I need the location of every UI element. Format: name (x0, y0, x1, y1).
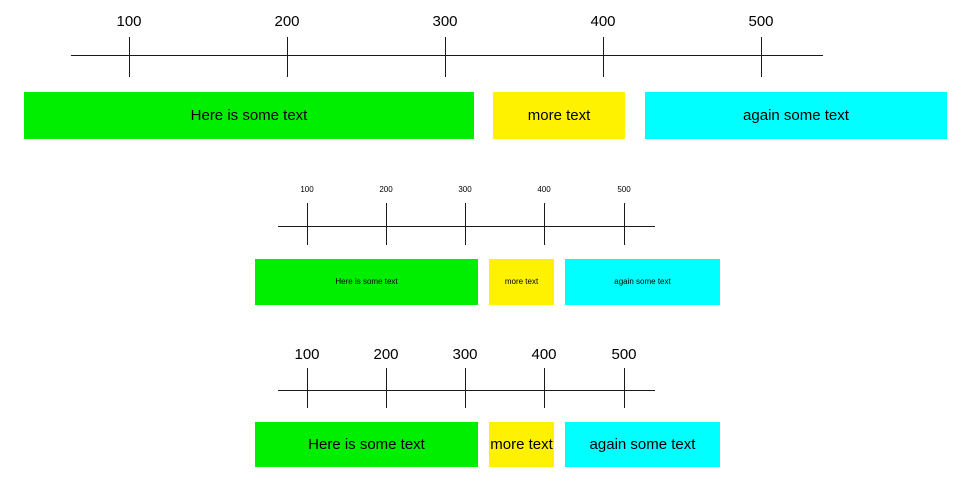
axis-line (278, 226, 655, 227)
axis-tick-label: 300 (452, 346, 478, 363)
axis-tick-label: 300 (458, 185, 472, 194)
axis-tick (624, 203, 625, 245)
bar-segment-yellow[interactable]: more text (493, 92, 625, 139)
scale-group-mixed: 100 200 300 400 500 Here is some text mo… (0, 335, 968, 485)
bar-label: again some text (614, 277, 671, 286)
bar-segment-green[interactable]: Here is some text (24, 92, 474, 139)
axis-tick (624, 368, 625, 408)
axis-tick (307, 368, 308, 408)
axis-tick-label: 400 (590, 13, 616, 30)
axis-tick (307, 203, 308, 245)
axis-tick (287, 37, 288, 77)
axis-tick (445, 37, 446, 77)
axis-tick (544, 203, 545, 245)
bar-label: Here is some text (335, 277, 398, 286)
axis-tick (761, 37, 762, 77)
axis-tick-label: 300 (432, 13, 458, 30)
axis-tick-label: 100 (294, 346, 320, 363)
bar-label: more text (490, 436, 553, 453)
bar-segment-cyan[interactable]: again some text (565, 259, 720, 305)
axis-tick-label: 100 (116, 13, 142, 30)
bar-segment-green[interactable]: Here is some text (255, 259, 478, 305)
axis-tick-label: 500 (748, 13, 774, 30)
bar-label: more text (504, 277, 539, 286)
axis-tick-label: 500 (617, 185, 631, 194)
bar-segment-yellow[interactable]: more text (489, 259, 554, 305)
bar-segment-cyan[interactable]: again some text (565, 422, 720, 467)
axis-tick (129, 37, 130, 77)
axis-tick-label: 400 (531, 346, 557, 363)
bar-segment-yellow[interactable]: more text (489, 422, 554, 467)
bar-label: more text (527, 107, 591, 124)
bar-segment-green[interactable]: Here is some text (255, 422, 478, 467)
axis-mixed: 100 200 300 400 500 (0, 335, 968, 415)
scale-group-small: 100 200 300 400 500 Here is some text mo… (0, 170, 968, 310)
bar-label: Here is some text (308, 436, 425, 453)
axis-tick (465, 203, 466, 245)
axis-line (71, 55, 823, 56)
axis-tick-label: 200 (379, 185, 393, 194)
scale-group-large: 100 200 300 400 500 Here is some text mo… (0, 0, 968, 160)
bar-label: again some text (743, 107, 849, 124)
bar-label: again some text (589, 436, 696, 453)
axis-tick (465, 368, 466, 408)
axis-line (278, 390, 655, 391)
axis-tick (386, 368, 387, 408)
axis-tick-label: 200 (274, 13, 300, 30)
bar-segment-cyan[interactable]: again some text (645, 92, 947, 139)
axis-tick-label: 500 (611, 346, 637, 363)
axis-tick-label: 200 (373, 346, 399, 363)
axis-tick (603, 37, 604, 77)
axis-tick (386, 203, 387, 245)
axis-large: 100 200 300 400 500 (0, 0, 968, 80)
axis-tick-label: 100 (300, 185, 314, 194)
axis-tick-label: 400 (537, 185, 551, 194)
axis-tick (544, 368, 545, 408)
bar-label: Here is some text (190, 107, 308, 124)
axis-small: 100 200 300 400 500 (0, 170, 968, 250)
